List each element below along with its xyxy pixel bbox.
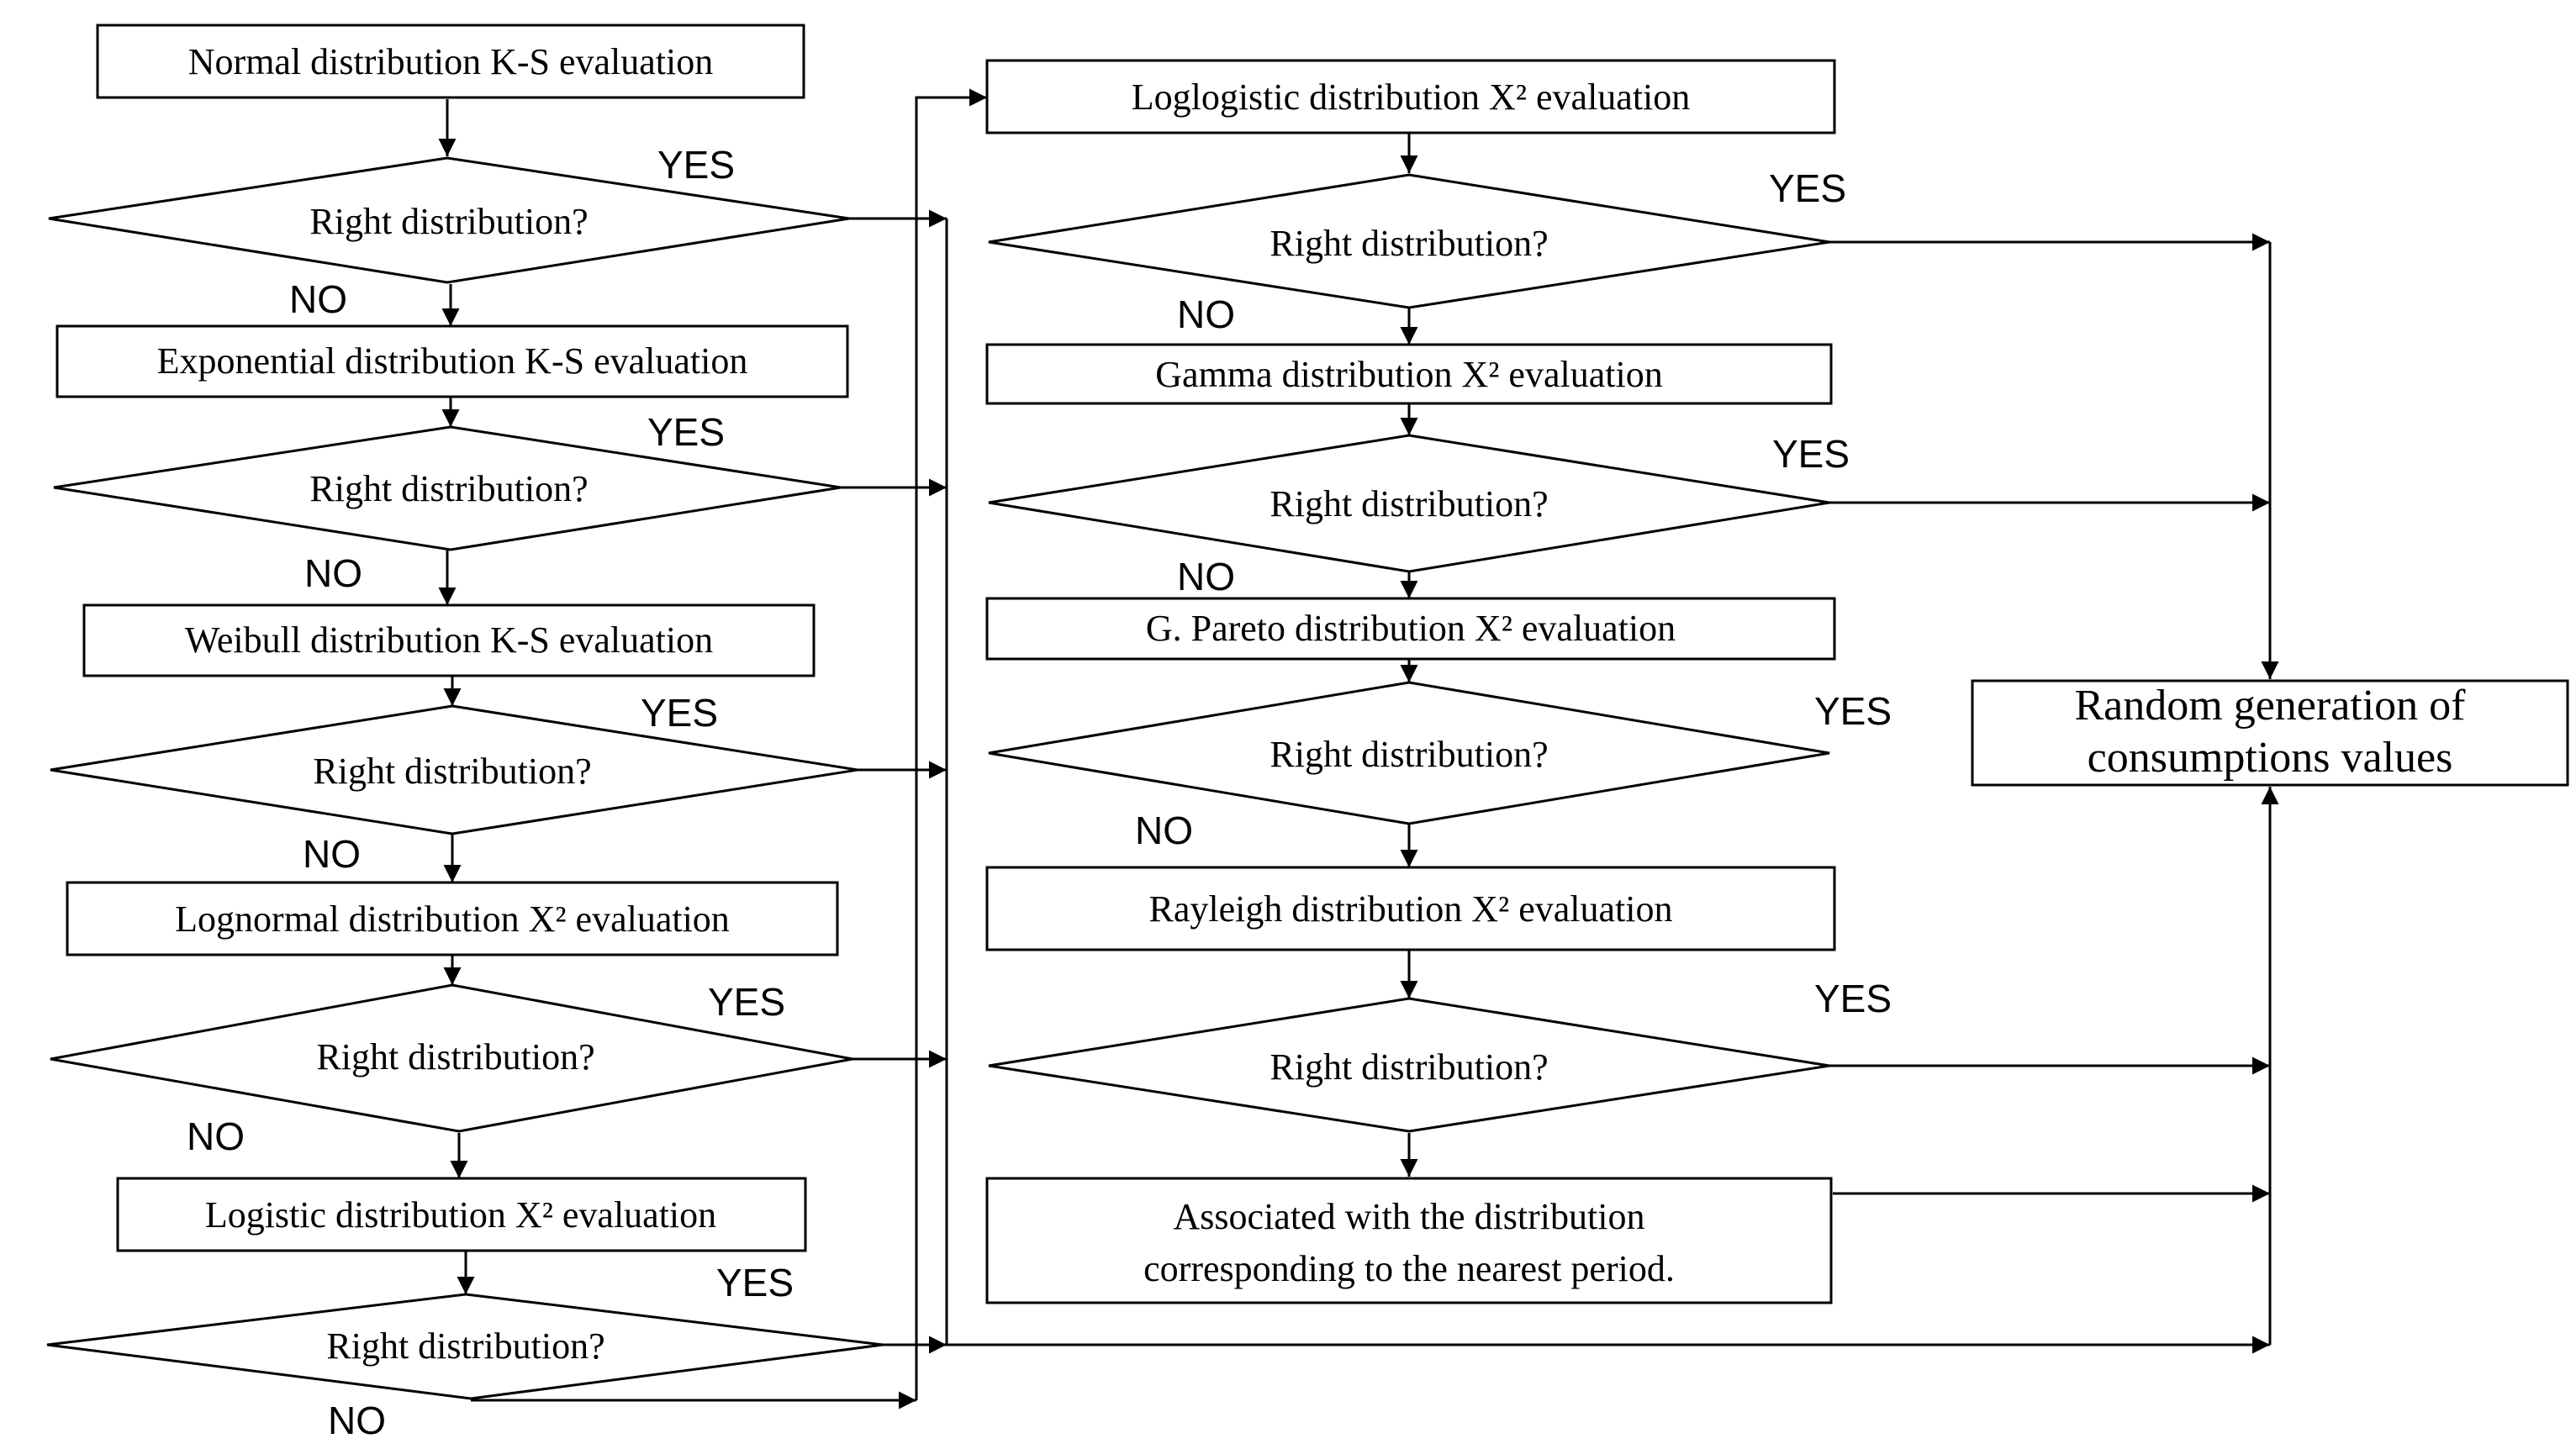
no-label: NO [289,277,347,321]
result-line-1: Random generation of [2075,682,2467,730]
decision-label: Right distribution? [1270,483,1548,524]
step-box-rayleigh [985,866,1836,951]
yes-label: YES [1769,166,1846,210]
step-label: Logistic distribution X² evaluation [205,1194,716,1236]
no-label: NO [1177,555,1235,598]
step-label: Exponential distribution K-S evaluation [157,340,748,382]
decision-label: Right distribution? [309,468,588,509]
fallback-line-2: corresponding to the nearest period. [1143,1248,1675,1289]
decision-diamond [48,156,850,284]
middle-column: Loglogistic distribution X² evaluation R… [985,59,1892,1304]
result-column: Random generation of consumptions values [1971,679,2569,787]
yes-label: YES [716,1261,794,1304]
fallback-line-1: Associated with the distribution [1174,1196,1645,1237]
decision-diamond [988,173,1830,309]
no-label: NO [1177,292,1235,336]
step-box-normal [96,24,805,99]
decision-diamond [50,704,858,835]
step-label: Rayleigh distribution X² evaluation [1149,888,1673,930]
decision-diamond [50,983,853,1133]
decision-diamond [988,997,1830,1133]
arrow-to-loglogistic [915,88,987,1400]
fallback-box [985,1177,1833,1304]
decision-diamond [988,434,1830,573]
yes-label: YES [657,143,735,187]
decision-label: Right distribution? [1270,1046,1548,1088]
yes-label: YES [708,980,785,1024]
step-box-logistic [116,1177,807,1252]
decision-diamond [53,425,842,551]
step-label: Weibull distribution K-S evaluation [185,619,713,661]
yes-label: YES [641,691,718,735]
step-box-exponential [55,324,849,398]
step-label: Normal distribution K-S evaluation [188,41,713,82]
result-line-2: consumptions values [2088,734,2453,782]
yes-label: YES [1772,432,1850,476]
decision-label: Right distribution? [1270,223,1548,264]
decision-label: Right distribution? [313,751,591,792]
decision-diamond [988,681,1830,825]
step-label: G. Pareto distribution X² evaluation [1146,608,1676,649]
step-label: Gamma distribution X² evaluation [1155,354,1662,395]
no-label: NO [328,1399,386,1442]
left-column: Normal distribution K-S evaluation Right… [46,24,884,1442]
step-box-weibull [82,603,816,677]
result-box [1971,679,2569,787]
step-label: Loglogistic distribution X² evaluation [1132,76,1691,118]
step-box-loglogistic [985,59,1836,134]
decision-label: Right distribution? [309,201,588,242]
decision-diamond [46,1293,884,1400]
decision-label: Right distribution? [1270,734,1548,775]
step-box-pareto [985,597,1836,661]
no-label: NO [304,551,362,595]
no-label: NO [303,832,361,876]
decision-label: Right distribution? [326,1325,604,1367]
decision-label: Right distribution? [316,1036,594,1078]
yes-label: YES [1814,977,1892,1020]
no-label: NO [187,1114,245,1158]
step-box-lognormal [66,881,839,956]
yes-label: YES [1814,689,1892,733]
step-box-gamma [985,343,1833,405]
connectors [438,88,2279,1409]
yes-label: YES [647,410,725,454]
step-label: Lognormal distribution X² evaluation [175,898,730,940]
no-label: NO [1135,809,1193,852]
